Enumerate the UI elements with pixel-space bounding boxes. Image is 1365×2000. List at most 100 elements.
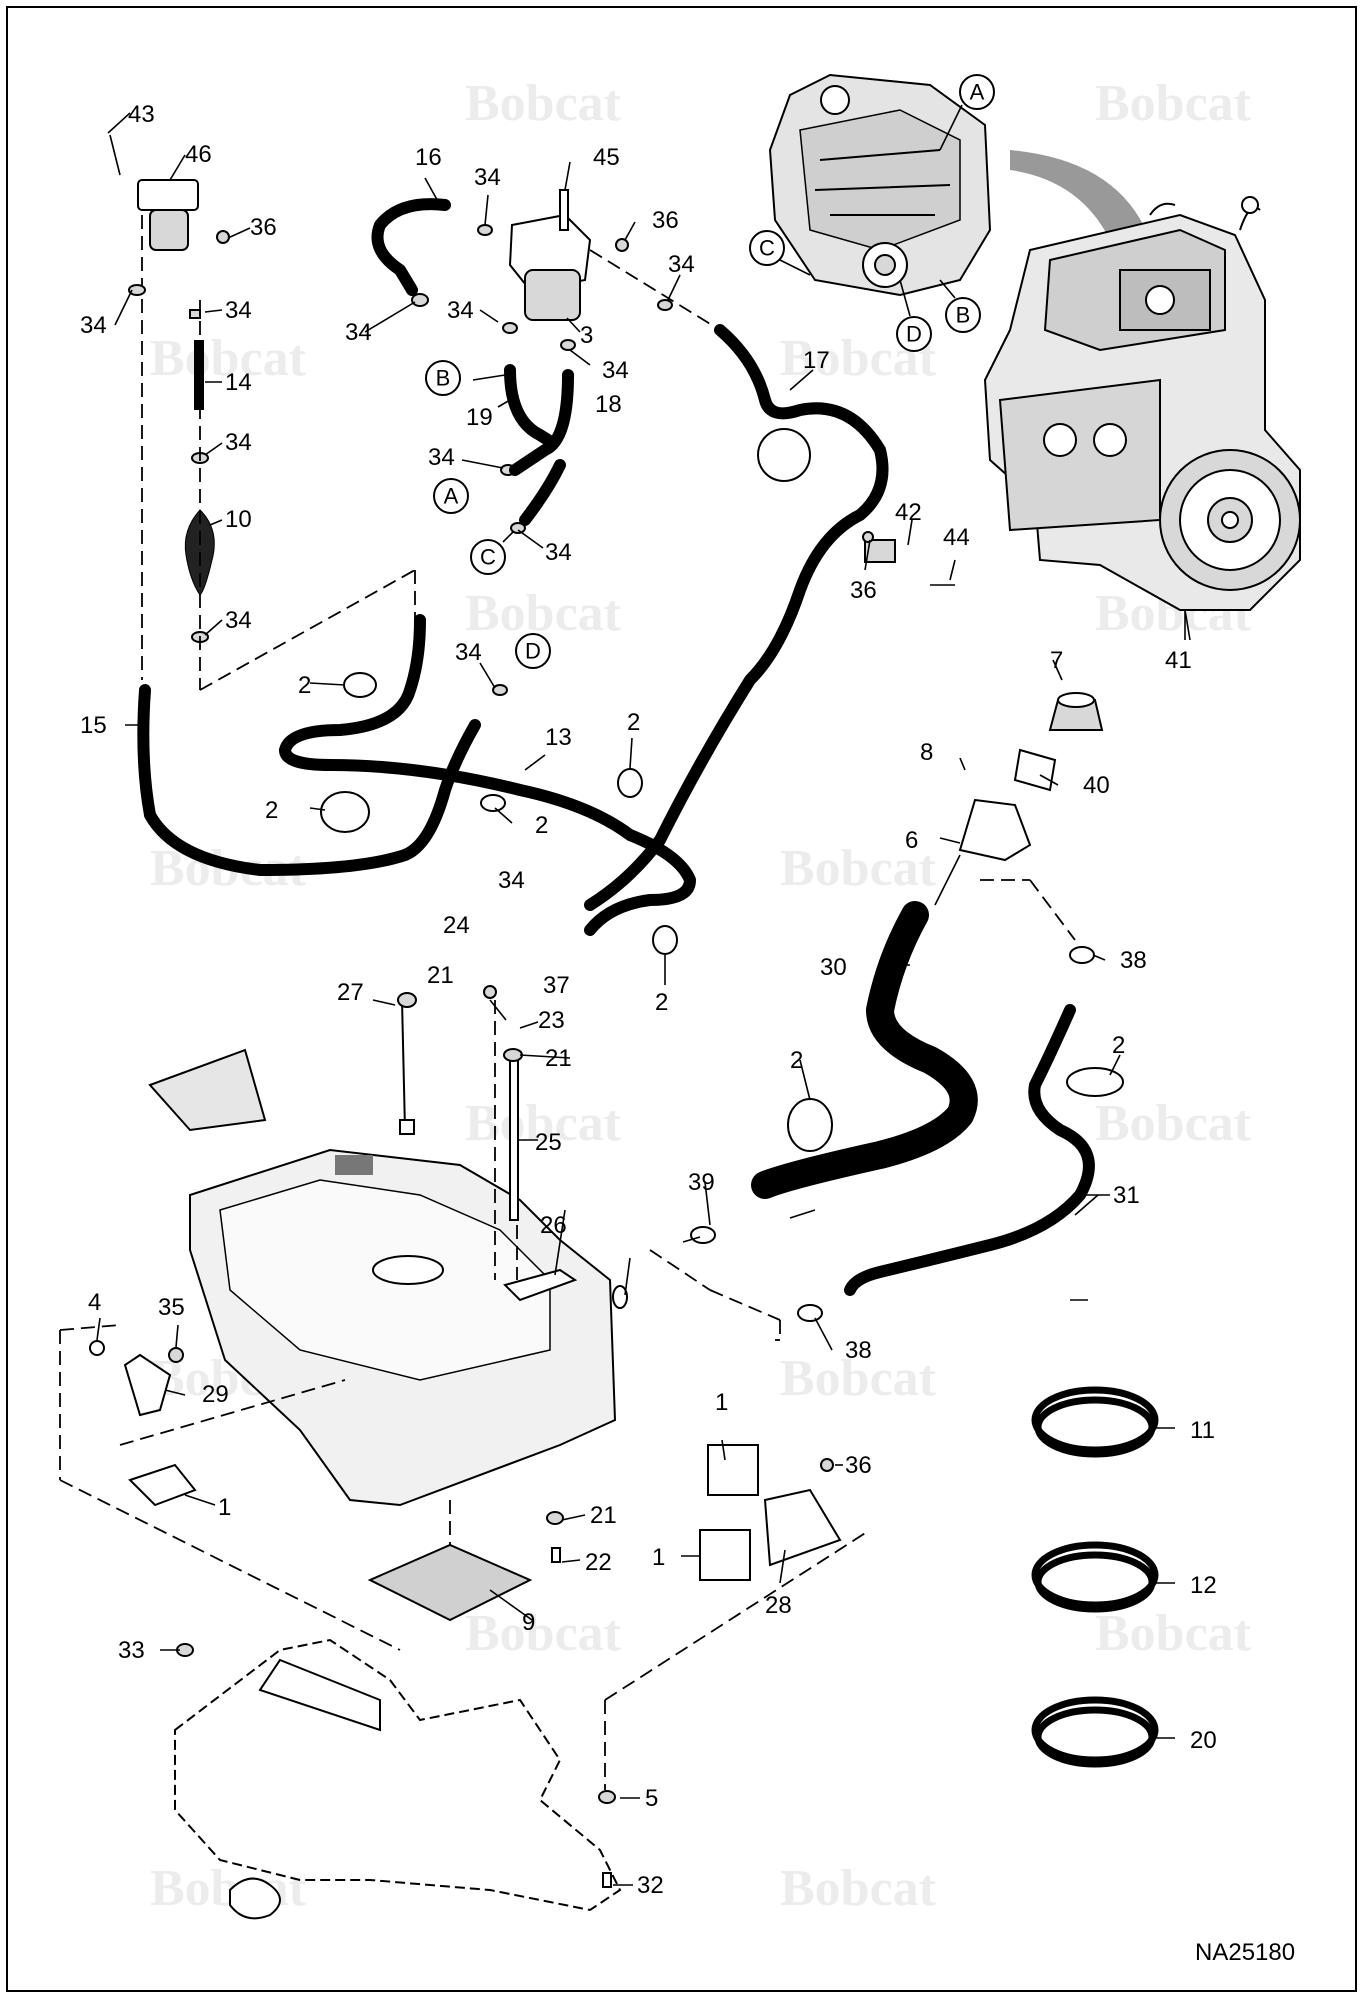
fuel-tank (148, 985, 628, 1622)
part-label: 34 (80, 312, 107, 339)
tank-brackets (89, 1340, 842, 1581)
part-label: 34 (498, 867, 525, 894)
watermark: Bobcat (150, 330, 307, 387)
part-label: 3 (580, 322, 593, 349)
part-label: 34 (668, 251, 695, 278)
engine-illustration (983, 150, 1301, 640)
part-label: 28 (765, 1592, 792, 1619)
part-label: 34 (225, 607, 252, 634)
part-label: 17 (803, 347, 830, 374)
part-label: 25 (535, 1129, 562, 1156)
watermark: Bobcat (465, 75, 622, 132)
part-label: 11 (1190, 1417, 1215, 1444)
part-label: 6 (905, 827, 918, 854)
part-label: 12 (1190, 1572, 1217, 1599)
part-label: 1 (652, 1544, 665, 1571)
coiled-hoses (1031, 1386, 1175, 1768)
drawing-code: NA25180 (1195, 1939, 1295, 1966)
part-label: 45 (593, 144, 620, 171)
part-label: 2 (627, 709, 640, 736)
part-label: 33 (118, 1637, 145, 1664)
callout-letter: D (525, 639, 541, 664)
part-label: 40 (1083, 772, 1110, 799)
part-label: 34 (447, 297, 474, 324)
part-label: 30 (820, 954, 847, 981)
part-label: 36 (850, 577, 877, 604)
part-label: 23 (538, 1007, 565, 1034)
part-label: 2 (535, 812, 548, 839)
part-label: 27 (337, 979, 364, 1006)
callout-letter: C (759, 236, 775, 261)
part-label: 31 (1113, 1182, 1140, 1209)
part-label: 26 (540, 1212, 567, 1239)
part-label: 24 (443, 912, 470, 939)
fuel-hoses (137, 198, 889, 936)
drawing-frame (6, 6, 1357, 1992)
part-label: 34 (602, 357, 629, 384)
part-label: 38 (845, 1337, 872, 1364)
part-label: 7 (1050, 647, 1063, 674)
watermark: Bobcat (465, 585, 622, 642)
part-label: 21 (427, 962, 454, 989)
watermark: Bobcat (780, 1860, 937, 1917)
part-label: 15 (80, 712, 107, 739)
part-label: 36 (845, 1452, 872, 1479)
part-label: 9 (522, 1609, 535, 1636)
part-label: 2 (1112, 1032, 1125, 1059)
part-label: 2 (655, 989, 668, 1016)
part-label: 21 (590, 1502, 617, 1529)
part-label: 20 (1190, 1727, 1217, 1754)
leader-lines (96, 112, 1191, 1886)
part-label: 36 (652, 207, 679, 234)
part-label: 39 (688, 1169, 715, 1196)
part-label: 1 (715, 1389, 728, 1416)
callout-letter: D (906, 322, 922, 347)
part-label: 34 (545, 539, 572, 566)
filler-assembly (690, 692, 1104, 1322)
part-label: 5 (645, 1785, 658, 1812)
part-label: 8 (920, 739, 933, 766)
watermark: Bobcat (1095, 1095, 1252, 1152)
watermark: Bobcat (1095, 1605, 1252, 1662)
part-label: 44 (943, 524, 970, 551)
assembly-dashed-lines (59, 1249, 871, 1790)
part-label: 32 (637, 1872, 664, 1899)
watermark: Bobcat (780, 840, 937, 897)
part-label: 18 (595, 391, 622, 418)
part-label: 34 (225, 297, 252, 324)
part-label: 2 (790, 1047, 803, 1074)
machine-frame (174, 1638, 622, 1920)
part-label: 43 (128, 101, 155, 128)
watermark: Bobcat (465, 1605, 622, 1662)
part-labels: 43 46 36 34 34 14 34 10 34 15 16 34 45 3… (80, 101, 1217, 1899)
part-label: 41 (1165, 647, 1192, 674)
watermark: Bobcat (1095, 75, 1252, 132)
part-label: 35 (158, 1294, 185, 1321)
callout-letter: C (480, 545, 496, 570)
callout-letter: A (444, 484, 459, 509)
part-label: 22 (585, 1549, 612, 1576)
part-label: 34 (474, 164, 501, 191)
part-label: 10 (225, 506, 252, 533)
callout-letter: B (436, 366, 451, 391)
part-label: 37 (543, 972, 570, 999)
part-label: 46 (185, 141, 212, 168)
part-label: 16 (415, 144, 442, 171)
main-fuel-filter (411, 189, 955, 696)
callout-letter: B (956, 303, 971, 328)
part-label: 34 (345, 319, 372, 346)
part-label: 4 (88, 1289, 101, 1316)
part-label: 2 (265, 797, 278, 824)
part-label: 21 (545, 1045, 572, 1072)
part-label: 34 (428, 444, 455, 471)
part-label: 34 (455, 639, 482, 666)
part-label: 19 (466, 404, 493, 431)
part-label: 38 (1120, 947, 1147, 974)
watermark: Bobcat (465, 1095, 622, 1152)
part-label: 36 (250, 214, 277, 241)
part-label: 14 (225, 369, 252, 396)
part-label: 1 (218, 1494, 231, 1521)
watermark: Bobcat (780, 1350, 937, 1407)
part-label: 42 (895, 499, 922, 526)
